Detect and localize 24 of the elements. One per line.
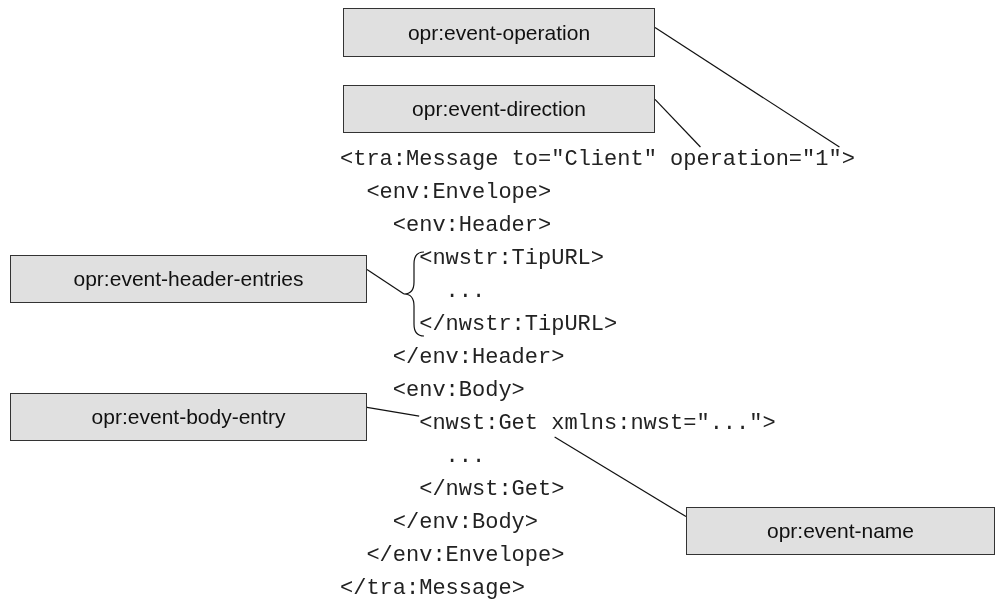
callout-box: opr:event-name: [686, 507, 995, 555]
code-line: <nwst:Get xmlns:nwst="...">: [419, 411, 776, 437]
code-line: ...: [445, 279, 486, 305]
leader-line: [554, 436, 687, 518]
callout-box: opr:event-direction: [343, 85, 655, 133]
code-line: </nwstr:TipURL>: [419, 312, 618, 338]
code-line: </env:Envelope>: [366, 543, 565, 569]
leader-line: [654, 27, 841, 148]
code-line: ...: [445, 444, 486, 470]
code-line: </tra:Message>: [340, 576, 525, 602]
code-line: </nwst:Get>: [419, 477, 565, 503]
callout-box: opr:event-body-entry: [10, 393, 367, 441]
code-line: <env:Header>: [392, 213, 552, 239]
leader-line: [366, 268, 405, 295]
code-line: </env:Body>: [392, 510, 539, 536]
code-line: <env:Envelope>: [366, 180, 552, 206]
code-line: <env:Body>: [392, 378, 525, 404]
callout-box: opr:event-header-entries: [10, 255, 367, 303]
code-line: <nwstr:TipURL>: [419, 246, 605, 272]
leader-line: [366, 406, 420, 417]
leader-line: [654, 98, 701, 148]
code-line: <tra:Message to="Client" operation="1">: [340, 147, 855, 173]
code-line: </env:Header>: [392, 345, 565, 371]
callout-box: opr:event-operation: [343, 8, 655, 57]
